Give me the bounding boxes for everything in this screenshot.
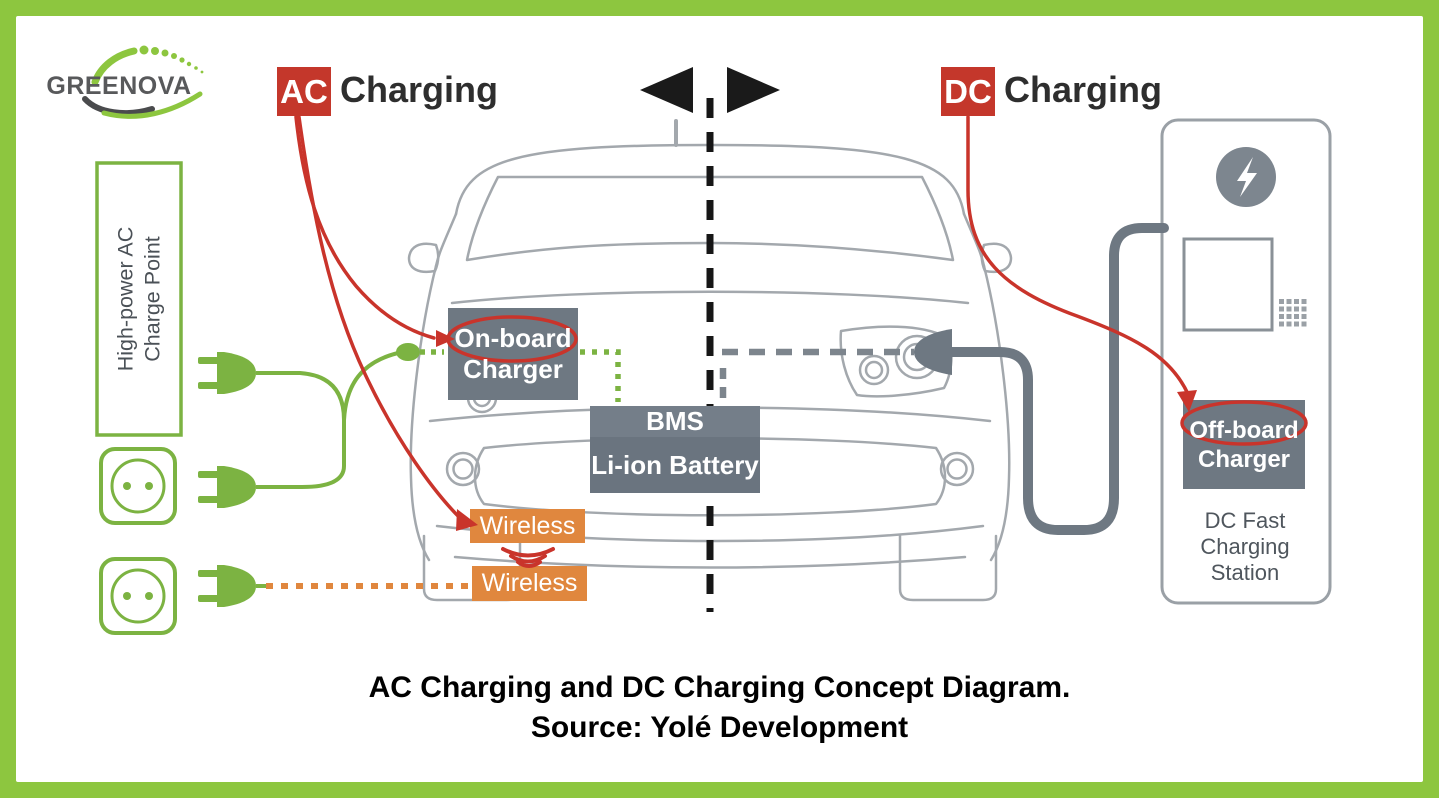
onboard-charger-label: On-board Charger	[448, 308, 578, 400]
right-wheel	[898, 534, 998, 602]
ac-tag-text: AC	[280, 72, 328, 110]
high-power-charge-point-box	[95, 161, 183, 437]
ac-to-onboard-arrow	[294, 115, 436, 340]
station-keypad	[1279, 299, 1307, 327]
dc-charging-cable	[914, 223, 1169, 535]
plug-icon	[198, 565, 256, 607]
plug-icon	[198, 352, 256, 394]
ac-cable-branch	[342, 351, 399, 421]
ac-tag: AC	[277, 67, 331, 116]
green-dotted-obc-bms-link	[580, 349, 621, 402]
dc-fast-station-label: DC Fast Charging Station	[1200, 508, 1290, 585]
right-fog-light	[939, 451, 975, 487]
bms-box	[590, 406, 760, 437]
ac-to-wireless-arrow	[297, 115, 462, 520]
caption: AC Charging and DC Charging Concept Diag…	[0, 668, 1439, 748]
ac-side-graphics	[95, 161, 420, 635]
right-arrow-icon	[727, 67, 780, 113]
caption-line2: Source: Yolé Development	[530, 711, 909, 744]
wireless-box-bottom	[472, 566, 587, 601]
logo-text: GREENOVA	[46, 72, 192, 100]
dc-to-offboard-arrow	[966, 115, 1190, 396]
left-arrow-icon	[640, 67, 693, 113]
wireless-label-bottom: Wireless	[481, 569, 578, 597]
dc-tag-text: DC	[944, 72, 992, 110]
offboard-highlight-ellipse	[1180, 400, 1308, 446]
ac-charging-label: Charging	[340, 69, 498, 110]
outlet-icon	[99, 557, 177, 635]
offboard-line2: Charger	[1197, 445, 1291, 473]
bms-label: BMS	[646, 406, 704, 436]
onboard-highlight-ellipse	[446, 315, 578, 363]
dc-charging-label: Charging	[1004, 69, 1162, 110]
wireless-label-top: Wireless	[479, 511, 576, 540]
offboard-line1: Off-board	[1189, 416, 1299, 444]
dc-tag: DC	[941, 67, 995, 116]
wireless-box-top	[470, 509, 585, 543]
right-mirror	[980, 242, 1013, 274]
right-headlight	[839, 325, 953, 398]
plug-icon	[198, 466, 256, 508]
offboard-charger-label: Off-board Charger	[1183, 400, 1305, 489]
onboard-line2: Charger	[463, 354, 563, 384]
charge-point-line2: Charge Point	[140, 236, 164, 362]
onboard-line1: On-board	[454, 323, 572, 353]
caption-line1: AC Charging and DC Charging Concept Diag…	[368, 671, 1071, 704]
left-mirror	[407, 242, 440, 274]
red-annotations	[294, 115, 1308, 568]
wifi-waves-icon	[501, 547, 555, 568]
battery-label: Li-ion Battery	[591, 449, 759, 480]
canvas-background	[16, 16, 1423, 782]
battery-box	[590, 437, 760, 493]
left-fog-light	[445, 451, 481, 487]
car-ac-inlet	[396, 343, 420, 361]
station-screen	[1182, 237, 1274, 332]
outlet-icon	[99, 447, 177, 525]
charge-point-line1: High-power AC	[113, 226, 137, 372]
greenova-logo-graphic	[82, 45, 204, 119]
charge-port	[914, 329, 952, 375]
high-power-charge-point-label: High-power AC Charge Point	[97, 163, 181, 435]
